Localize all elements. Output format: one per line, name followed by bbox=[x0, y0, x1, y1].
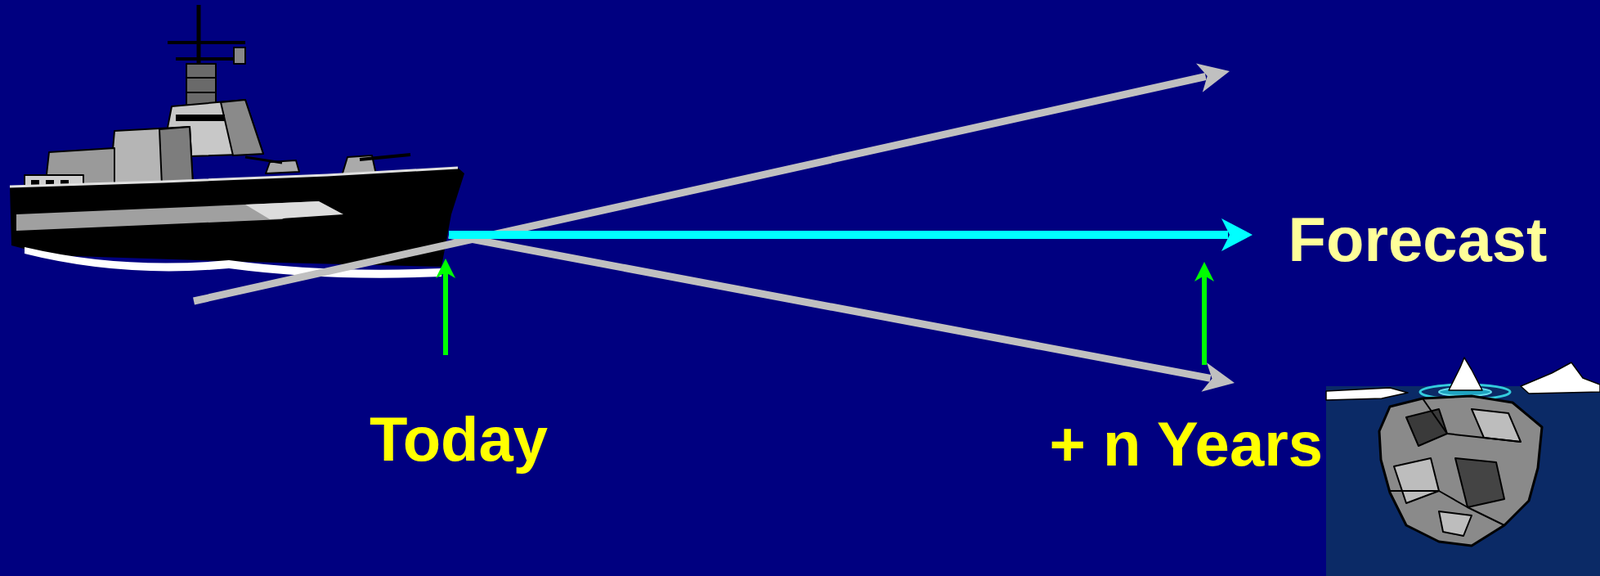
forecast-arrows-part bbox=[1196, 63, 1230, 93]
ship-illustration-part bbox=[186, 76, 216, 79]
iceberg-illustration-part bbox=[1448, 357, 1483, 390]
ship-illustration-part bbox=[359, 154, 411, 160]
iceberg-illustration-part bbox=[1389, 490, 1505, 525]
forecast-arrows-part bbox=[193, 76, 1206, 302]
diagram-label: + n Years bbox=[1048, 409, 1323, 479]
ship-illustration-part bbox=[159, 126, 193, 186]
iceberg-illustration-part bbox=[1520, 362, 1600, 394]
pointer-arrows-part bbox=[1194, 261, 1215, 282]
ship-illustration-part bbox=[175, 57, 234, 61]
forecast-arrows-part bbox=[448, 234, 1211, 378]
iceberg-illustration-part bbox=[1326, 387, 1408, 400]
ship-illustration-part bbox=[245, 156, 283, 163]
iceberg-illustration-part bbox=[1393, 457, 1439, 503]
iceberg-illustration-part bbox=[1422, 398, 1521, 442]
diagram-label-box: Today bbox=[369, 404, 548, 474]
pointer-arrows-part bbox=[1201, 274, 1207, 365]
ship-illustration-part bbox=[9, 167, 458, 187]
iceberg-illustration-part bbox=[1379, 395, 1542, 546]
iceberg-illustration bbox=[1326, 357, 1600, 576]
forecast-arrows-part bbox=[448, 230, 1229, 239]
diagram-label: Today bbox=[369, 404, 548, 474]
ship-illustration-part bbox=[109, 126, 193, 188]
ship-illustration-part bbox=[233, 47, 246, 64]
ship-illustration-part bbox=[186, 91, 216, 94]
ship-illustration-part bbox=[175, 114, 225, 122]
diagram-label-box: Forecast bbox=[1288, 205, 1548, 274]
iceberg-illustration-part bbox=[1455, 457, 1505, 507]
forecast-arrows-part bbox=[1201, 362, 1235, 391]
diagram-label-box: + n Years bbox=[1048, 409, 1323, 479]
iceberg-illustration-part bbox=[1438, 510, 1472, 536]
ship-illustration-part bbox=[245, 201, 344, 220]
forecast-arrows-part bbox=[1221, 218, 1253, 251]
pointer-arrows-part bbox=[435, 258, 456, 278]
ship-illustration-part bbox=[220, 99, 264, 156]
diagram-label: Forecast bbox=[1288, 205, 1548, 274]
ship-illustration-part bbox=[265, 160, 300, 174]
forecast-arrows bbox=[193, 63, 1253, 392]
iceberg-illustration-part bbox=[1326, 385, 1600, 576]
pointer-arrows-part bbox=[443, 271, 449, 355]
ship-illustration bbox=[9, 4, 465, 278]
ship-illustration-part bbox=[9, 167, 465, 267]
pointer-arrows bbox=[435, 258, 1215, 365]
ship-illustration-part bbox=[167, 40, 246, 45]
iceberg-illustration-part bbox=[1406, 408, 1448, 446]
